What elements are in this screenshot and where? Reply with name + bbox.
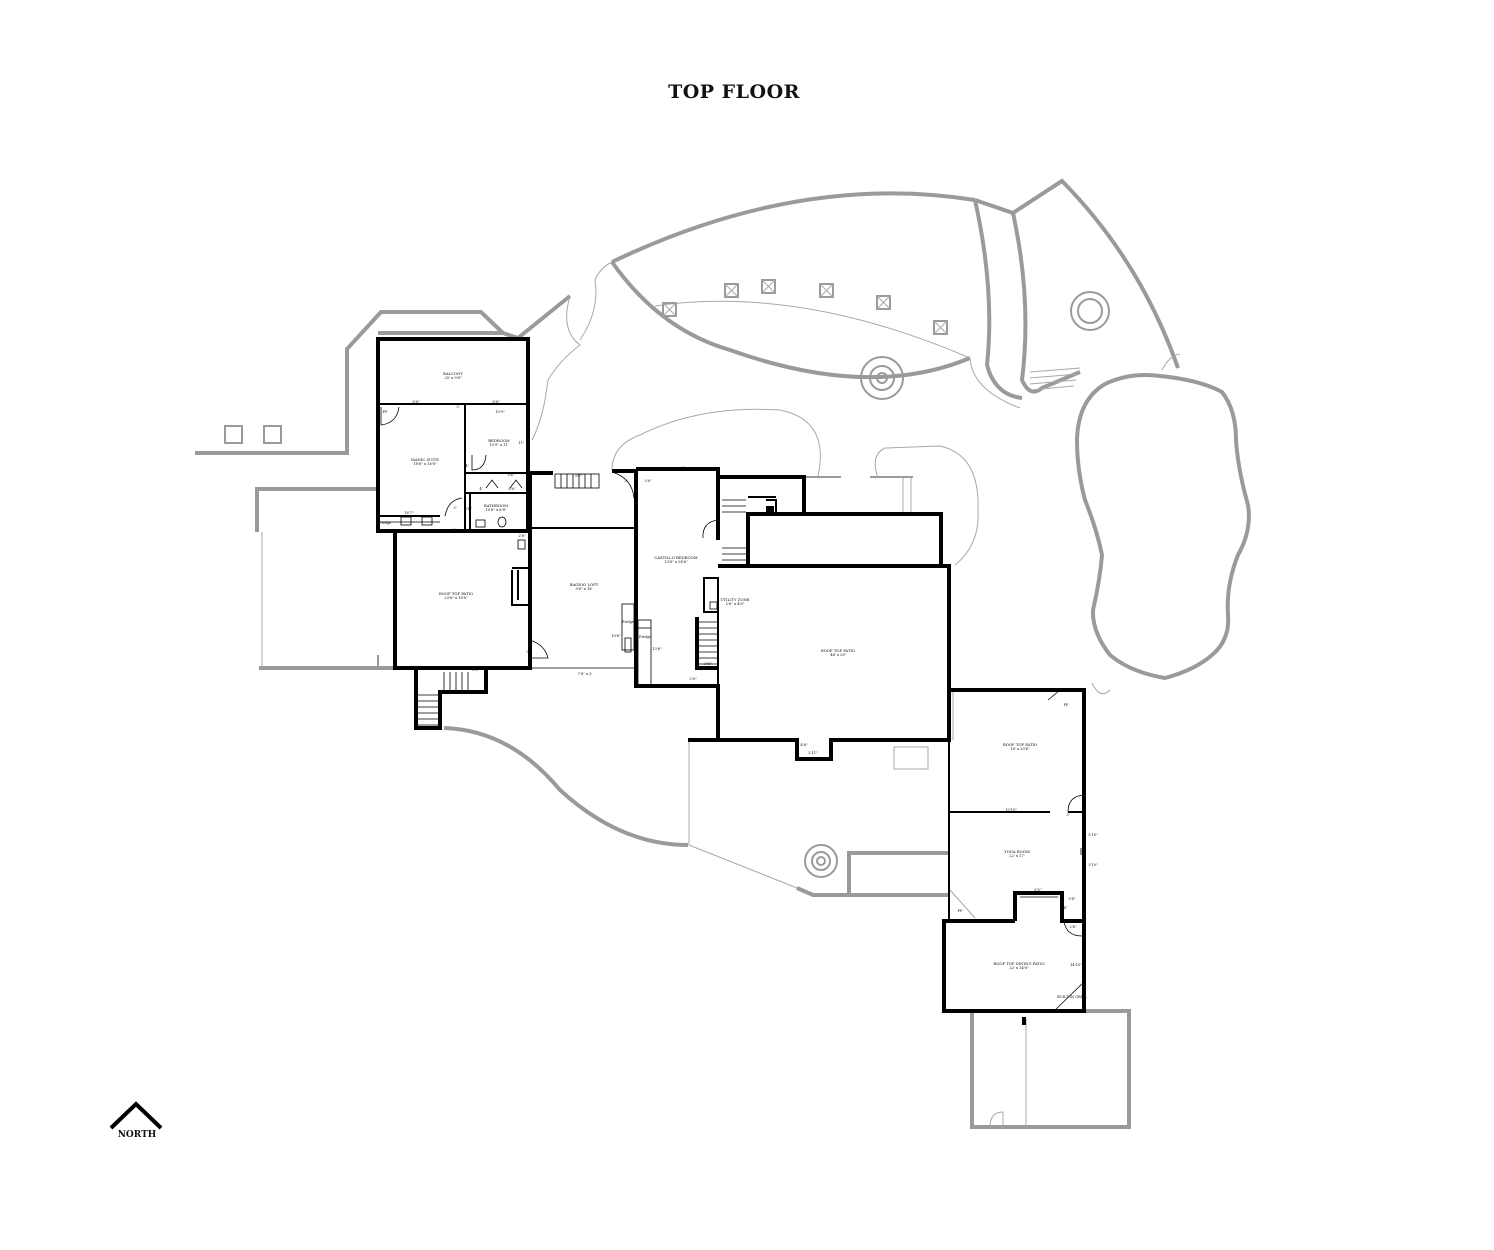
svg-text:11': 11'	[518, 441, 524, 445]
site-outlines	[195, 178, 1251, 1129]
svg-text:3'6": 3'6"	[507, 473, 515, 477]
svg-text:13'6": 13'6"	[652, 647, 662, 651]
room-name-roof-top-dining-patio: ROOF TOP DINING PATIO	[993, 961, 1044, 966]
svg-text:14'10": 14'10"	[1070, 963, 1082, 967]
svg-text:8'6": 8'6"	[508, 487, 516, 491]
room-dims-bagnio-loft: 9'8" x 18'	[575, 587, 592, 591]
svg-text:3'4": 3'4"	[464, 507, 472, 511]
fridge-label: Fridge	[622, 620, 634, 624]
svg-text:3': 3'	[528, 581, 531, 585]
room-name-roof-top-patio: ROOF TOP PATIO	[821, 648, 855, 653]
svg-text:2'6": 2'6"	[689, 677, 697, 681]
room-name-manic-suite: MANIC SUITE	[411, 457, 439, 462]
svg-text:3': 3'	[453, 506, 456, 510]
svg-text:15'10": 15'10"	[1005, 808, 1017, 812]
svg-text:3': 3'	[526, 650, 529, 654]
planter-icon	[224, 425, 243, 444]
room-dims-manic-suite: 18'6" x 16'8"	[413, 462, 437, 466]
fountain-icon	[1070, 291, 1110, 331]
svg-text:2'8": 2'8"	[518, 534, 526, 538]
svg-text:6'7": 6'7"	[575, 474, 583, 478]
svg-text:3': 3'	[681, 466, 684, 470]
grill-label: BUILT-IN GRILL	[1057, 995, 1087, 999]
room-dims-roof-top-patio: 44' x 28'	[830, 653, 845, 657]
svg-text:10'6": 10'6"	[611, 634, 621, 638]
svg-text:3'10": 3'10"	[1088, 833, 1098, 837]
svg-text:3': 3'	[624, 479, 627, 483]
room-labels: BALCONY 25' x 9'8" BEDROOM 10'9" x 11' M…	[411, 371, 1045, 970]
svg-text:3'10": 3'10"	[1088, 863, 1098, 867]
svg-text:16'7": 16'7"	[404, 511, 414, 515]
planter-row	[662, 279, 948, 335]
room-dims-roof-top-patio: 16' x 20'6"	[1010, 747, 1030, 751]
room-name-balcony: BALCONY	[443, 371, 463, 376]
north-arrow-icon	[109, 1101, 163, 1130]
svg-text:7'8" x 2': 7'8" x 2'	[578, 672, 593, 676]
fountain-icon	[804, 844, 838, 878]
room-dims-castillo-bedroom: 13'8" x 24'6"	[664, 560, 688, 564]
room-name-roof-top-patio: ROOF TOP PATIO	[1003, 742, 1037, 747]
room-dims-utility-zone: 2'6" x 4'8"	[726, 602, 745, 606]
svg-text:8'8": 8'8"	[492, 400, 500, 404]
svg-text:2'6": 2'6"	[644, 479, 652, 483]
room-dims-bedroom: 10'9" x 11'	[489, 443, 508, 447]
room-name-utility-zone: UTILITY ZONE	[720, 597, 750, 602]
north-label: NORTH	[117, 1130, 157, 1140]
svg-text:10'9": 10'9"	[495, 410, 505, 414]
building-walls	[376, 337, 1086, 1013]
doors	[380, 406, 1085, 937]
room-dims-yoga-room: 22' x 17'	[1009, 854, 1024, 858]
room-name-roof-top-patio: ROOF TOP PATIO	[439, 591, 473, 596]
svg-text:2'4": 2'4"	[1069, 925, 1077, 929]
svg-text:8'8": 8'8"	[412, 400, 420, 404]
svg-text:4': 4'	[465, 464, 468, 468]
room-name-yoga-room: YOGA ROOM	[1003, 849, 1030, 854]
room-dims-roof-top-dining-patio: 22' x 14'8"	[1009, 966, 1029, 970]
toilet-icon	[497, 516, 507, 528]
room-dims-roof-top-patio: 23'6" x 18'8"	[444, 596, 468, 600]
svg-text:6'5": 6'5"	[1034, 888, 1042, 892]
svg-text:3': 3'	[456, 405, 459, 409]
sink-icon	[475, 519, 486, 528]
svg-text:3': 3'	[1066, 813, 1069, 817]
fixtures	[400, 516, 1086, 856]
svg-text:6'5": 6'5"	[472, 668, 480, 672]
svg-text:3'4": 3'4"	[1068, 897, 1076, 901]
fireplace-label: FP	[1064, 703, 1069, 707]
fireplace-label: FP	[958, 909, 963, 913]
svg-text:3'4": 3'4"	[1060, 906, 1068, 910]
planter-icon	[263, 425, 282, 444]
room-name-bedroom: BEDROOM	[488, 438, 510, 443]
svg-text:3': 3'	[453, 528, 456, 532]
fridge-label: Fridge	[379, 521, 391, 525]
stairs	[418, 473, 746, 726]
fountain-icon	[860, 356, 904, 400]
svg-text:2'11": 2'11"	[808, 751, 818, 755]
fridge-label: Fridge	[639, 635, 651, 639]
page-title: TOP FLOOR	[668, 81, 800, 103]
sink-icon	[421, 516, 433, 526]
room-name-bagnio-loft: BAGNIO LOFT	[570, 582, 599, 587]
svg-text:4'6": 4'6"	[800, 743, 808, 747]
annotations: FP FP FP Fridge Fridge Fridge BUILT-IN G…	[379, 400, 1098, 999]
sink-icon	[400, 516, 412, 526]
room-dims-bathroom: 10'6" x 6'8"	[485, 508, 506, 512]
room-name-bathroom: BATHROOM	[484, 503, 508, 508]
room-name-castillo-bedroom: CASTILLO BEDROOM	[654, 555, 697, 560]
room-dims-balcony: 25' x 9'8"	[444, 376, 461, 380]
fireplace-label: FP	[383, 410, 388, 414]
pond-outline	[1074, 373, 1251, 681]
svg-text:4': 4'	[479, 487, 482, 491]
svg-text:3'6": 3'6"	[704, 662, 712, 666]
